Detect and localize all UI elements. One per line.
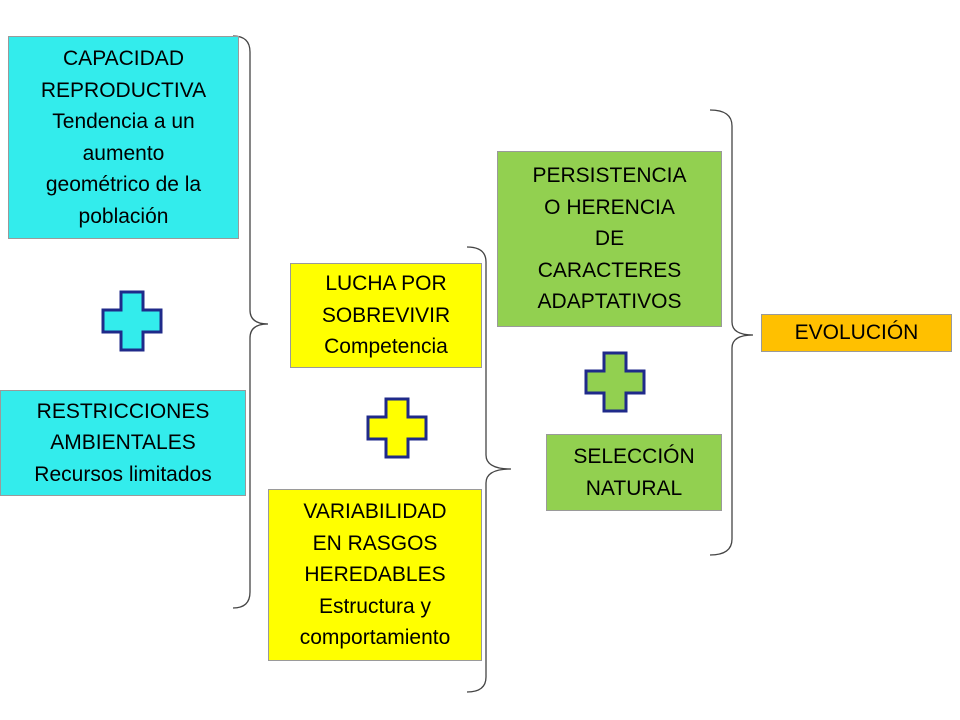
plus-icon-green xyxy=(584,351,646,413)
restricciones-ambientales-box: RESTRICCIONES AMBIENTALES Recursos limit… xyxy=(0,390,246,496)
box-text-line: Estructura y xyxy=(318,594,432,618)
box-text-line: LUCHA POR xyxy=(325,272,447,296)
persistencia-herencia-box: PERSISTENCIA O HERENCIA DE CARACTERES AD… xyxy=(497,151,722,327)
bracket-middle xyxy=(466,246,512,693)
box-text-line: VARIABILIDAD xyxy=(303,500,447,524)
box-text-line: comportamiento xyxy=(299,626,451,650)
bracket-left xyxy=(232,35,269,609)
box-text-line: población xyxy=(78,204,169,228)
bracket-right xyxy=(709,109,754,556)
box-text-line: Competencia xyxy=(324,335,448,359)
box-text-line: SOBREVIVIR xyxy=(321,303,451,327)
box-text-line: REPRODUCTIVA xyxy=(40,78,207,102)
box-text-line: O HERENCIA xyxy=(544,195,675,219)
box-text-line: geométrico de la xyxy=(45,173,202,196)
seleccion-natural-box: SELECCIÓN NATURAL xyxy=(546,434,722,511)
box-text-line: RESTRICCIONES xyxy=(36,399,210,423)
box-text-line: AMBIENTALES xyxy=(50,431,196,455)
box-text-line: NATURAL xyxy=(585,476,683,500)
box-text-line: PERSISTENCIA xyxy=(532,164,687,188)
box-text-line: SELECCIÓN xyxy=(573,445,695,468)
box-text-line: Recursos limitados xyxy=(34,462,212,486)
box-text-line: CAPACIDAD xyxy=(63,47,184,70)
capacidad-reproductiva-box: CAPACIDAD REPRODUCTIVA Tendencia a un au… xyxy=(8,36,239,239)
box-text-line: EVOLUCIÓN xyxy=(794,321,919,345)
box-text-line: DE xyxy=(594,227,625,251)
box-text-line: HEREDABLES xyxy=(304,563,446,587)
plus-icon-yellow xyxy=(366,397,428,459)
box-text-line: Tendencia a un xyxy=(52,110,195,133)
lucha-por-sobrevivir-box: LUCHA POR SOBREVIVIR Competencia xyxy=(290,263,482,368)
variabilidad-rasgos-box: VARIABILIDAD EN RASGOS HEREDABLES Estruc… xyxy=(268,489,482,661)
box-text-line: CARACTERES xyxy=(537,258,682,282)
box-text-line: aumento xyxy=(82,141,165,165)
evolucion-box: EVOLUCIÓN xyxy=(761,314,952,352)
box-text-line: ADAPTATIVOS xyxy=(537,290,682,314)
plus-icon-cyan xyxy=(101,290,163,352)
box-text-line: EN RASGOS xyxy=(312,531,438,555)
